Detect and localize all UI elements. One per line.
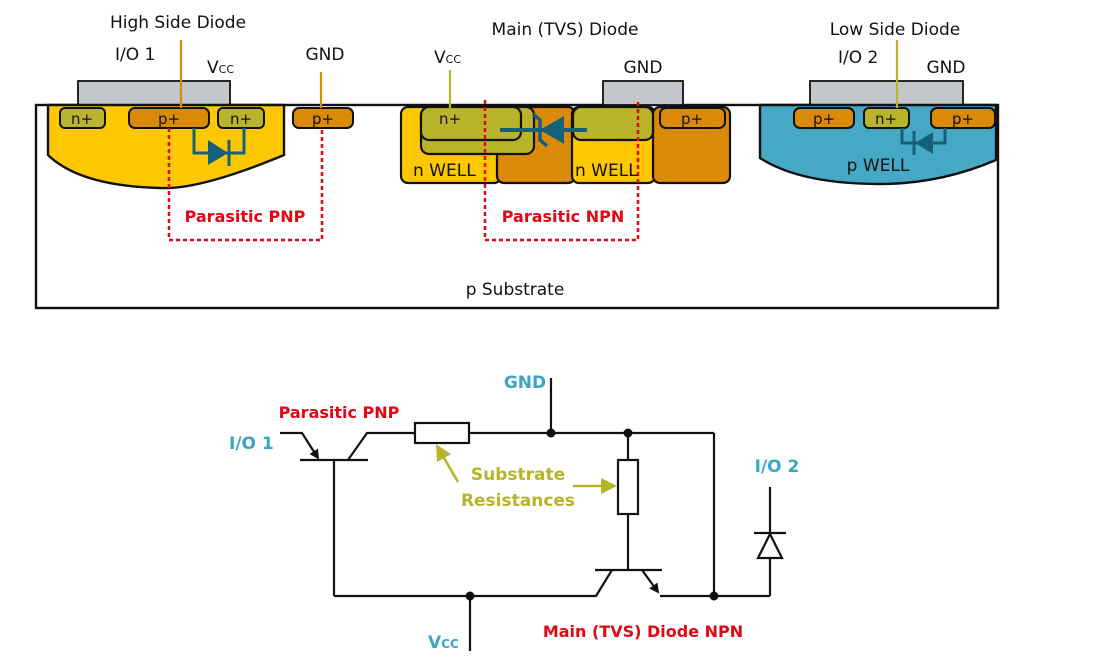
high-side-n-plus-2 xyxy=(217,107,265,129)
circuit-io1-label: I/O 1 xyxy=(229,434,274,454)
parasitic-pnp-label: Parasitic PNP xyxy=(185,207,306,226)
main-tvs-diode-icon xyxy=(500,112,587,148)
main-p-plus xyxy=(659,107,726,129)
high-side-title: High Side Diode xyxy=(110,13,246,33)
metal-low-side xyxy=(809,80,964,106)
circuit-io2-label: I/O 2 xyxy=(755,457,800,477)
parasitic-npn-loop xyxy=(483,100,640,242)
io2-label: I/O 2 xyxy=(838,48,878,68)
main-title: Main (TVS) Diode xyxy=(492,20,639,40)
cross-section: High Side Diode I/O 1 VCC GND Main (TVS)… xyxy=(34,13,1000,310)
io1-label: I/O 1 xyxy=(115,45,155,65)
n-well-label: n WELL xyxy=(575,161,638,181)
low-side-diode-icon xyxy=(900,128,947,155)
junction-dot xyxy=(546,428,556,438)
region-label: p+ xyxy=(681,110,703,128)
region-label: p+ xyxy=(813,110,835,128)
resistance-label-line2: Resistances xyxy=(461,491,575,511)
low-side-n-plus xyxy=(863,107,910,129)
substrate-label: p Substrate xyxy=(466,280,565,300)
gnd-label: GND xyxy=(306,45,345,65)
io2-diode-icon xyxy=(754,487,786,596)
parasitic-npn-label: Parasitic NPN xyxy=(502,207,624,226)
low-side-p-plus-1 xyxy=(793,107,855,129)
pnp-transistor-icon xyxy=(280,431,415,596)
parasitic-pnp-loop xyxy=(167,128,324,242)
vcc-main-label: VCC xyxy=(434,48,461,68)
gnd-main-label: GND xyxy=(624,58,663,78)
resistance-arrow-1 xyxy=(435,444,460,483)
npn-transistor-icon xyxy=(334,568,770,598)
gnd-p-plus xyxy=(292,107,354,129)
region-label: n+ xyxy=(71,110,93,128)
circuit-npn-label: Main (TVS) Diode NPN xyxy=(543,622,743,641)
circuit-gnd-label: GND xyxy=(504,373,546,393)
junction-dot xyxy=(709,591,719,601)
region-label: p+ xyxy=(158,110,180,128)
p-well-label: p WELL xyxy=(847,156,910,176)
vcc-high-label: VCC xyxy=(207,58,234,78)
low-side-p-plus-2 xyxy=(930,107,996,129)
substrate-resistor-vertical xyxy=(616,458,640,516)
region-label: p+ xyxy=(952,110,974,128)
high-side-diode-icon xyxy=(192,128,246,166)
metal-high-side xyxy=(77,80,231,106)
region-label: n+ xyxy=(875,110,897,128)
high-side-n-plus-1 xyxy=(59,107,106,129)
low-side-title: Low Side Diode xyxy=(830,20,961,40)
circuit-vcc-label: VCC xyxy=(428,633,459,653)
substrate-resistor-horizontal xyxy=(413,421,471,445)
circuit-pnp-label: Parasitic PNP xyxy=(279,403,400,422)
metal-main-gnd xyxy=(602,80,684,106)
n-well-label: n WELL xyxy=(413,161,476,181)
region-label: p+ xyxy=(312,110,334,128)
main-n-plus-right xyxy=(571,105,655,142)
resistance-label-line1: Substrate xyxy=(471,465,565,485)
region-label: n+ xyxy=(230,110,252,128)
region-label: n+ xyxy=(439,110,461,128)
gnd-low-label: GND xyxy=(927,58,966,78)
main-n-plus xyxy=(419,105,523,142)
equivalent-circuit: GND Parasitic PNP I/O 1 I/O 2 Substrate … xyxy=(229,373,799,653)
